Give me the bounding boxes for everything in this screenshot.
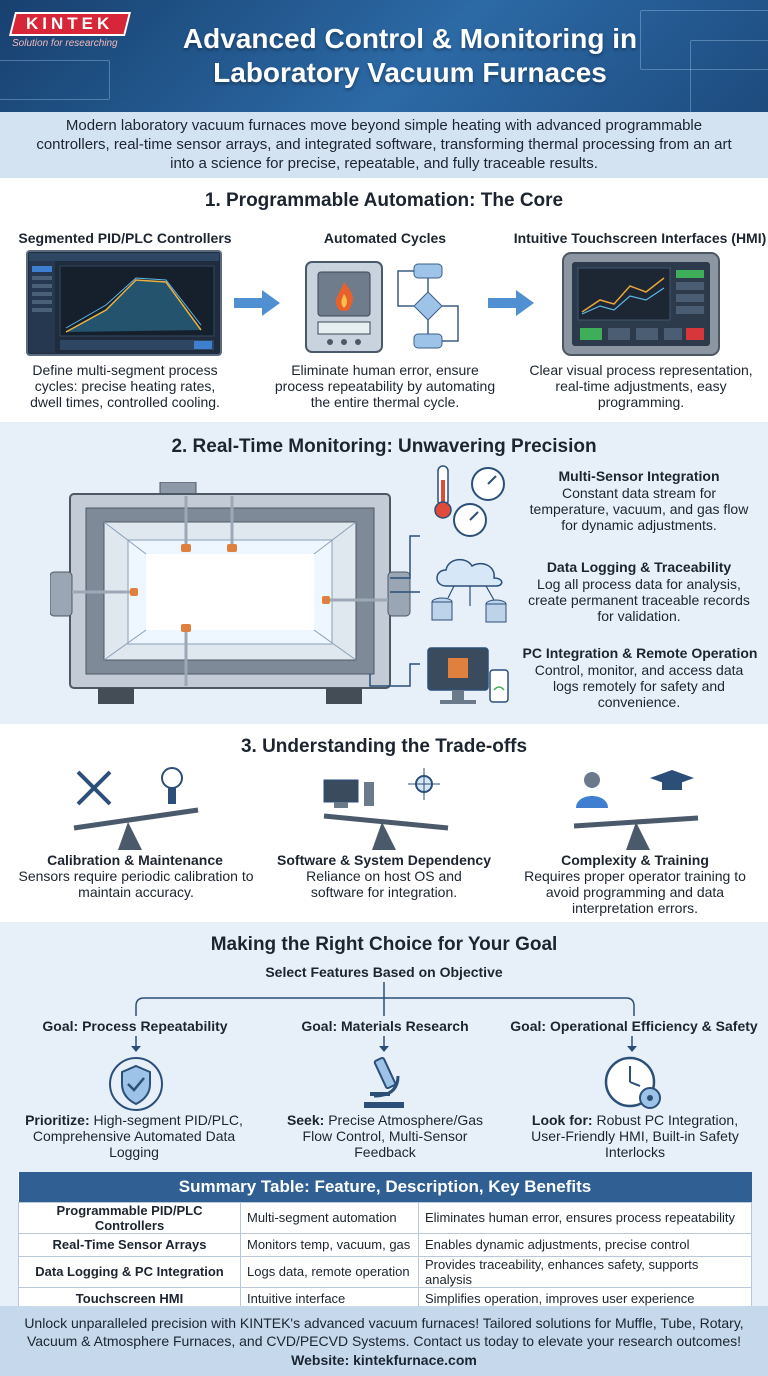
section-goal-choice: Making the Right Choice for Your Goal Se… (0, 922, 768, 1311)
item-text: Reliance on host OS and software for int… (306, 868, 462, 900)
intro-banner: Modern laboratory vacuum furnaces move b… (0, 112, 768, 178)
item-text: Constant data stream for temperature, va… (529, 485, 749, 533)
item-text: Log all process data for analysis, creat… (528, 576, 750, 624)
circuit-trace (690, 40, 768, 112)
section-automation: 1. Programmable Automation: The Core Seg… (0, 178, 768, 422)
item-text: Sensors require periodic calibration to … (18, 868, 254, 900)
table-cell-benefit: Eliminates human error, ensures process … (418, 1201, 752, 1234)
footer-text: Unlock unparalleled precision with KINTE… (24, 1315, 744, 1349)
circuit-trace (0, 60, 110, 100)
item-text: Clear visual process representation, rea… (529, 362, 753, 410)
pid-controller-screen-icon (26, 250, 222, 356)
section-title: 2. Real-Time Monitoring: Unwavering Prec… (171, 436, 597, 457)
table-cell-feature: Real-Time Sensor Arrays (18, 1232, 241, 1257)
item-title: Complexity & Training (561, 852, 709, 868)
table-cell-description: Multi-segment automation (240, 1201, 419, 1234)
item-title: Automated Cycles (323, 230, 447, 246)
summary-table: Summary Table: Feature, Description, Key… (18, 1172, 752, 1311)
section-title: 3. Understanding the Trade-offs (240, 736, 528, 757)
goal-recommendation: Seek: Precise Atmosphere/Gas Flow Contro… (282, 1112, 488, 1160)
item-text: Define multi-segment process cycles: pre… (30, 362, 220, 410)
goal-branch-lines (130, 982, 640, 1016)
logo-tagline: Solution for researching (12, 38, 118, 49)
goal-title: Goal: Materials Research (301, 1018, 469, 1034)
vacuum-furnace-cutaway-icon (49, 481, 520, 704)
item-title: Intuitive Touchscreen Interfaces (HMI) (513, 230, 767, 246)
computer-network-balance-icon (316, 766, 456, 854)
table-header-row: Summary Table: Feature, Description, Key… (18, 1172, 752, 1202)
page-title: Advanced Control & Monitoring in Laborat… (182, 23, 638, 88)
item-text: Requires proper operator training to avo… (524, 868, 746, 916)
table-cell-feature: Data Logging & PC Integration (18, 1255, 241, 1288)
goal-recommendation: Prioritize: High-segment PID/PLC, Compre… (14, 1112, 254, 1160)
section-subtitle: Select Features Based on Objective (265, 964, 503, 980)
item-title: Multi-Sensor Integration (558, 468, 720, 484)
intro-text: Modern laboratory vacuum furnaces move b… (36, 117, 732, 172)
section-tradeoffs: 3. Understanding the Trade-offs (0, 724, 768, 922)
footer-banner: Unlock unparalleled precision with KINTE… (0, 1306, 768, 1376)
table-title: Summary Table: Feature, Description, Key… (18, 1172, 752, 1202)
goal-text: High-segment PID/PLC, Comprehensive Auto… (32, 1112, 243, 1160)
section-title: 1. Programmable Automation: The Core (204, 190, 564, 211)
operator-training-balance-icon (566, 766, 706, 854)
goal-recommendation: Look for: Robust PC Integration, User-Fr… (526, 1112, 744, 1160)
goal-lead: Prioritize: (25, 1112, 90, 1128)
table-row: Touchscreen HMI Intuitive interface Simp… (18, 1286, 752, 1311)
shield-cycle-icon (104, 1036, 168, 1114)
goal-text: Robust PC Integration, User-Friendly HMI… (531, 1112, 739, 1160)
item-text: Eliminate human error, ensure process re… (274, 362, 496, 410)
tools-balance-icon (66, 766, 206, 854)
table-row: Data Logging & PC Integration Logs data,… (18, 1255, 752, 1288)
item-title: Software & System Dependency (277, 852, 491, 868)
thermometer-gauge-icon (426, 462, 516, 542)
table-cell-feature: Programmable PID/PLC Controllers (18, 1201, 241, 1234)
item-title: Segmented PID/PLC Controllers (18, 230, 232, 246)
item-title: PC Integration & Remote Operation (522, 645, 758, 661)
cloud-database-icon (424, 552, 514, 632)
section-monitoring: 2. Real-Time Monitoring: Unwavering Prec… (0, 422, 768, 724)
website-link[interactable]: Website: kintekfurnace.com (291, 1352, 477, 1368)
table-cell-benefit: Enables dynamic adjustments, precise con… (418, 1232, 752, 1257)
circuit-trace (640, 10, 768, 70)
arrow-right-icon (488, 290, 534, 321)
table-cell-description: Logs data, remote operation (240, 1255, 419, 1288)
arrow-right-icon (234, 290, 280, 321)
goal-title: Goal: Process Repeatability (42, 1018, 228, 1034)
pc-remote-icon (424, 644, 514, 716)
goal-lead: Seek: (286, 1112, 325, 1128)
item-title: Data Logging & Traceability (546, 559, 732, 575)
goal-lead: Look for: (531, 1112, 593, 1128)
item-text: Control, monitor, and access data logs r… (534, 662, 744, 710)
furnace-flowchart-icon (300, 258, 470, 358)
goal-title: Goal: Operational Efficiency & Safety (510, 1018, 758, 1034)
header-banner: KINTEK Solution for researching Advanced… (0, 0, 768, 112)
item-title: Calibration & Maintenance (47, 852, 223, 868)
touchscreen-hmi-icon (562, 252, 720, 356)
table-cell-description: Monitors temp, vacuum, gas (240, 1232, 419, 1257)
table-cell-benefit: Provides traceability, enhances safety, … (418, 1255, 752, 1288)
microscope-icon (354, 1036, 414, 1114)
goal-text: Precise Atmosphere/Gas Flow Control, Mul… (302, 1112, 484, 1160)
table-row: Programmable PID/PLC Controllers Multi-s… (18, 1201, 752, 1234)
clock-gear-icon (600, 1036, 664, 1114)
section-title: Making the Right Choice for Your Goal (210, 934, 558, 955)
table-row: Real-Time Sensor Arrays Monitors temp, v… (18, 1232, 752, 1257)
